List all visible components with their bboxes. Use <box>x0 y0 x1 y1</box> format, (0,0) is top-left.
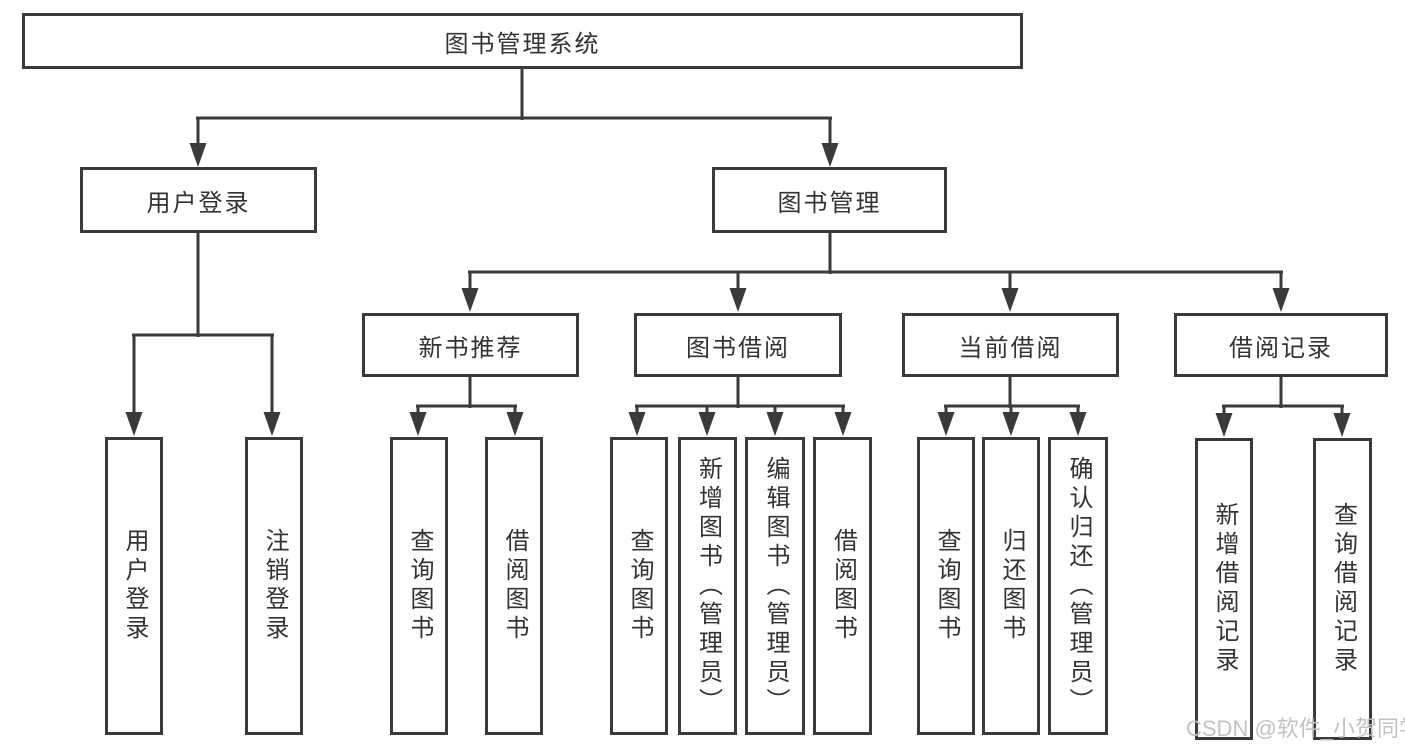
leaf-edit-book-admin: 编辑图书（管理员） <box>745 437 805 735</box>
leaf-query-books-2: 查询图书 <box>610 437 668 735</box>
leaf-query-books-3: 查询图书 <box>917 437 975 735</box>
leaf-return-book: 归还图书 <box>982 437 1040 735</box>
leaf-query-books-1: 查询图书 <box>390 437 448 735</box>
csdn-watermark: CSDN @软件_小贺同学 <box>1186 716 1405 741</box>
node-user-login: 用户登录 <box>80 167 317 233</box>
leaf-confirm-return-admin: 确认归还（管理员） <box>1048 437 1108 735</box>
leaf-query-borrow-record: 查询借阅记录 <box>1313 438 1372 740</box>
node-book-borrowing: 图书借阅 <box>634 313 842 377</box>
leaf-logout: 注销登录 <box>245 437 303 735</box>
leaf-borrow-books-2: 借阅图书 <box>813 437 872 735</box>
leaf-add-borrow-record: 新增借阅记录 <box>1195 438 1253 740</box>
leaf-add-book-admin: 新增图书（管理员） <box>678 437 737 735</box>
node-new-book-recommend: 新书推荐 <box>362 313 579 377</box>
node-borrowing-records: 借阅记录 <box>1174 313 1388 377</box>
leaf-borrow-books-1: 借阅图书 <box>485 437 543 735</box>
leaf-user-login: 用户登录 <box>105 437 163 735</box>
node-current-borrowing: 当前借阅 <box>902 313 1119 377</box>
node-root: 图书管理系统 <box>22 13 1023 69</box>
node-book-management: 图书管理 <box>712 167 947 233</box>
